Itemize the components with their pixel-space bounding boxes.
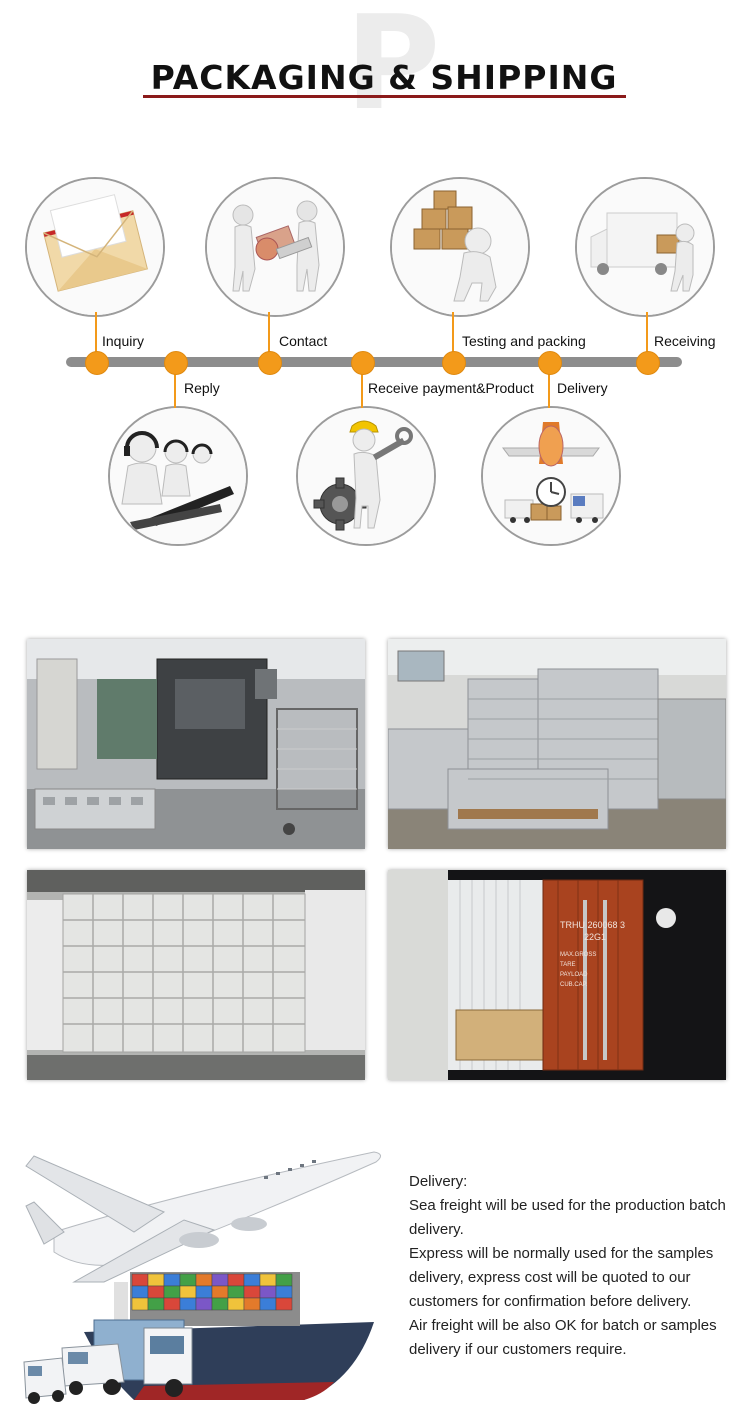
inquiry-dot bbox=[85, 351, 109, 375]
handshake-icon bbox=[207, 179, 343, 315]
delivery-truck-icon bbox=[577, 179, 713, 315]
receiving-connector bbox=[646, 312, 648, 352]
delivery-dot bbox=[538, 351, 562, 375]
photo-wrapped-bundles bbox=[27, 870, 365, 1080]
step-label-reply: Reply bbox=[184, 380, 220, 396]
testing-packing-connector bbox=[452, 312, 454, 352]
payment-product-connector bbox=[361, 372, 363, 408]
customer-service-icon bbox=[110, 408, 246, 544]
step-label-payment-product: Receive payment&Product bbox=[368, 380, 534, 396]
delivery-circle bbox=[481, 406, 621, 546]
photo-shipping-container: TRHU 260068 3 22G1 MAX.GROSS TARE PAYLOA… bbox=[388, 870, 726, 1080]
worker-gear-icon bbox=[298, 408, 434, 544]
step-label-contact: Contact bbox=[279, 333, 328, 349]
photo-aluminum-stacks bbox=[388, 639, 726, 849]
header-background-letter: P bbox=[345, 0, 441, 139]
container-maxgross-text: MAX.GROSS bbox=[560, 952, 596, 958]
step-label-delivery: Delivery bbox=[557, 380, 608, 396]
delivery-air-freight: Air freight will be also OK for batch or… bbox=[409, 1317, 717, 1358]
contact-dot bbox=[258, 351, 282, 375]
reply-circle bbox=[108, 406, 248, 546]
inquiry-connector bbox=[95, 312, 97, 352]
payment-product-circle bbox=[296, 406, 436, 546]
container-id-text: TRHU 260068 3 bbox=[560, 920, 625, 930]
container-cubcap-text: CUB.CAP. bbox=[560, 982, 588, 988]
delivery-express: Express will be normally used for the sa… bbox=[409, 1245, 714, 1310]
delivery-info: Delivery: Sea freight will be used for t… bbox=[409, 1170, 744, 1362]
step-label-receiving: Receiving bbox=[654, 333, 716, 349]
delivery-sea-freight: Sea freight will be used for the product… bbox=[409, 1197, 726, 1238]
small-van-icon bbox=[23, 1357, 67, 1404]
reply-dot bbox=[164, 351, 188, 375]
boxes-icon bbox=[392, 179, 528, 315]
contact-circle bbox=[205, 177, 345, 317]
step-label-inquiry: Inquiry bbox=[102, 333, 145, 349]
airplane-icon bbox=[25, 1151, 381, 1283]
delivery-heading: Delivery: bbox=[409, 1173, 468, 1190]
airplane-clock-icon bbox=[483, 408, 619, 544]
testing-packing-circle bbox=[390, 177, 530, 317]
container-tare-text: TARE bbox=[560, 962, 576, 968]
photo-factory-machines bbox=[27, 639, 365, 849]
step-label-testing-packing: Testing and packing bbox=[462, 333, 586, 349]
delivery-connector bbox=[548, 372, 550, 408]
inquiry-circle bbox=[25, 177, 165, 317]
title-underline bbox=[143, 95, 626, 98]
envelope-icon bbox=[27, 179, 163, 315]
transport-illustration bbox=[14, 1132, 386, 1412]
container-type-text: 22G1 bbox=[584, 932, 606, 942]
receiving-circle bbox=[575, 177, 715, 317]
page-title: PACKAGING & SHIPPING bbox=[150, 58, 618, 97]
receiving-dot bbox=[636, 351, 660, 375]
van-icon bbox=[61, 1343, 125, 1395]
testing-packing-dot bbox=[442, 351, 466, 375]
container-payload-text: PAYLOAD bbox=[560, 972, 588, 978]
payment-product-dot bbox=[351, 351, 375, 375]
contact-connector bbox=[268, 312, 270, 352]
reply-connector bbox=[174, 372, 176, 408]
